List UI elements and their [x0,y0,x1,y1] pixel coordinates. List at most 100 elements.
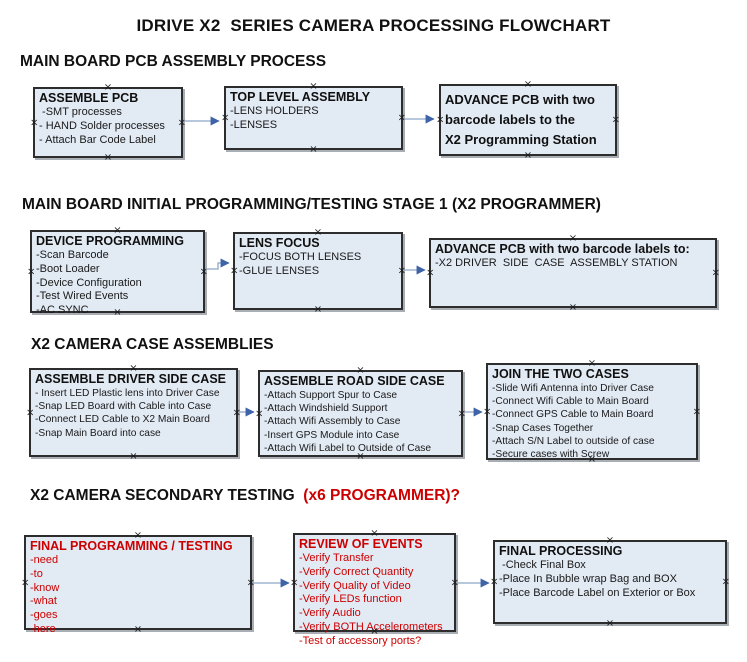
flow-box-review-of-events: REVIEW OF EVENTS -Verify Transfer-Verify… [290,529,459,647]
selection-handle-icon: × [230,265,239,277]
box-item: -to [30,567,43,580]
selection-handle-icon: × [290,577,299,588]
box-item: -Snap LED Board with Cable into Case [35,401,212,413]
selection-handle-icon: × [255,408,264,419]
page-title: IDRIVE X2 SERIES CAMERA PROCESSING FLOWC… [136,16,611,35]
box-title: DEVICE PROGRAMMING [36,234,184,248]
flow-box-device-programming: DEVICE PROGRAMMING -Scan Barcode-Boot Lo… [27,226,208,318]
box-item: -FOCUS BOTH LENSES [239,251,362,263]
box-item: -Snap Main Board into case [35,427,161,439]
box-item: -Verify Quality of Video [299,579,411,592]
selection-handle-icon: × [436,114,445,126]
box-items: -Check Final Box-Place In Bubble wrap Ba… [499,559,723,600]
box-item: -SMT processes [39,106,122,118]
box-items: -Verify Transfer-Verify Correct Quantity… [299,552,452,649]
box-item: -Test Wired Events [36,290,129,303]
selection-handle-icon: × [426,267,435,279]
box-item: -Place Barcode Label on Exterior or Box [499,586,696,599]
box-item: -Slide Wifi Antenna into Driver Case [492,383,654,394]
box-item: -here [30,622,56,635]
box-items: -Attach Support Spur to Case -Attach Wind… [264,389,459,455]
box-items: -Slide Wifi Antenna into Driver Case -Con… [492,382,694,461]
box-title: FINAL PROGRAMMING / TESTING [30,539,233,553]
section-heading-pcb-assembly: MAIN BOARD PCB ASSEMBLY PROCESS [20,53,327,70]
box-item: -know [30,581,60,594]
flow-box-assemble-road-side-case: ASSEMBLE ROAD SIDE CASE -Attach Support … [255,366,466,462]
box-items: -Scan Barcode-Boot Loader-Device Configu… [36,249,201,318]
selection-handle-icon: × [27,266,36,277]
box-item: -what [30,595,57,608]
box-item: - Insert LED Plastic lens into Driver Ca… [35,388,220,399]
selection-handle-icon: × [568,302,578,313]
box-item: -Device Configuration [36,276,142,289]
flow-box-final-programming-testing: FINAL PROGRAMMING / TESTING -need-to-kno… [21,531,255,635]
box-item: - HAND Solder processes [39,119,165,132]
selection-handle-icon: × [605,618,615,629]
selection-handle-icon: × [21,577,30,588]
flow-box-lens-focus: LENS FOCUS -FOCUS BOTH LENSES-GLUE LENSE… [230,228,406,315]
box-item: -AC SYNC [36,304,89,317]
selection-handle-icon: × [221,112,230,124]
box-items: -LENS HOLDERS-LENSES [230,105,399,133]
box-item: -Connect Wifi Cable to Main Board [492,396,649,408]
box-item: -X2 DRIVER SIDE CASE ASSEMBLY STATION [435,257,678,269]
box-title: ADVANCE PCB with two barcode labels to: [435,242,690,256]
box-items: -FOCUS BOTH LENSES-GLUE LENSES [239,251,399,279]
box-item: -Verify Transfer [299,552,374,564]
box-item: - Attach Bar Code Label [39,133,156,146]
box-title: TOP LEVEL ASSEMBLY [230,90,371,104]
box-title: FINAL PROCESSING [499,544,623,558]
selection-handle-icon: × [103,152,113,163]
flow-box-join-the-two-cases: JOIN THE TWO CASES -Slide Wifi Antenna i… [483,359,701,465]
box-items: -need-to-know-what-goes-here [30,554,248,637]
flow-box-advance-to-programming-station: ADVANCE PCB with two barcode labels to t… [436,80,620,161]
box-item: -Insert GPS Module into Case [264,429,400,441]
selection-handle-icon: × [490,576,499,588]
box-item: -LENSES [230,118,278,131]
box-item: -Attach Wifi Label to Outside of Case [264,442,432,454]
box-item: -Secure cases with Screw [492,449,610,461]
box-items: -SMT processes- HAND Solder processes- A… [39,106,179,147]
box-title: JOIN THE TWO CASES [492,367,629,381]
flow-box-final-processing: FINAL PROCESSING -Check Final Box-Place … [490,536,730,629]
selection-handle-icon: × [309,144,318,155]
box-item: -Attach Windshield Support [264,403,388,415]
box-title: ASSEMBLE ROAD SIDE CASE [264,374,445,388]
flow-box-top-level-assembly: TOP LEVEL ASSEMBLY -LENS HOLDERS-LENSES … [221,82,406,155]
box-item: -Test of accessory ports? [299,634,422,647]
selection-handle-icon: × [129,451,138,462]
box-title: ASSEMBLE PCB [39,91,139,105]
box-title: ASSEMBLE DRIVER SIDE CASE [35,372,227,386]
box-item: -Scan Barcode [36,249,109,261]
box-item: -LENS HOLDERS [230,105,319,117]
box-item: -Connect GPS Cable to Main Board [492,409,654,421]
box-title: ADVANCE PCB with two barcode labels to t… [445,92,597,147]
box-item: -Attach Wifi Assembly to Case [264,416,401,428]
box-title: LENS FOCUS [239,236,320,250]
arrow-deviceprog-to-lensfocus [206,258,230,270]
box-item: -Verify BOTH Accelerometers [299,620,443,633]
box-item: -Place In Bubble wrap Bag and BOX [499,572,677,585]
box-item: -Verify LEDs function [299,593,402,606]
box-item: -Boot Loader [36,262,100,275]
box-item: -Attach Support Spur to Case [264,390,398,401]
box-item: -need [30,554,59,566]
box-item: -Verify Audio [299,607,361,620]
selection-handle-icon: × [313,304,323,315]
section-heading-red-part: (x6 PROGRAMMER)? [294,487,461,504]
box-item: -Snap Cases Together [492,422,594,434]
box-title: REVIEW OF EVENTS [299,537,423,551]
box-items: - Insert LED Plastic lens into Driver Ca… [35,387,234,440]
box-item: -GLUE LENSES [239,264,320,277]
selection-handle-icon: × [26,407,35,418]
box-item: -goes [30,609,58,622]
flow-box-advance-to-driver-side-station: ADVANCE PCB with two barcode labels to: … [426,234,720,313]
flow-box-assemble-pcb: ASSEMBLE PCB -SMT processes- HAND Solder… [30,83,186,163]
box-item: -Check Final Box [499,559,586,571]
box-items: -X2 DRIVER SIDE CASE ASSEMBLY STATION [435,257,713,271]
section-heading-secondary-testing: X2 CAMERA SECONDARY TESTING (x6 PROGRAMM… [30,487,460,505]
box-item: -Attach S/N Label to outside of case [492,435,655,447]
section-heading-initial-programming: MAIN BOARD INITIAL PROGRAMMING/TESTING S… [22,196,601,213]
section-heading-black-part: X2 CAMERA SECONDARY TESTING [30,487,295,504]
